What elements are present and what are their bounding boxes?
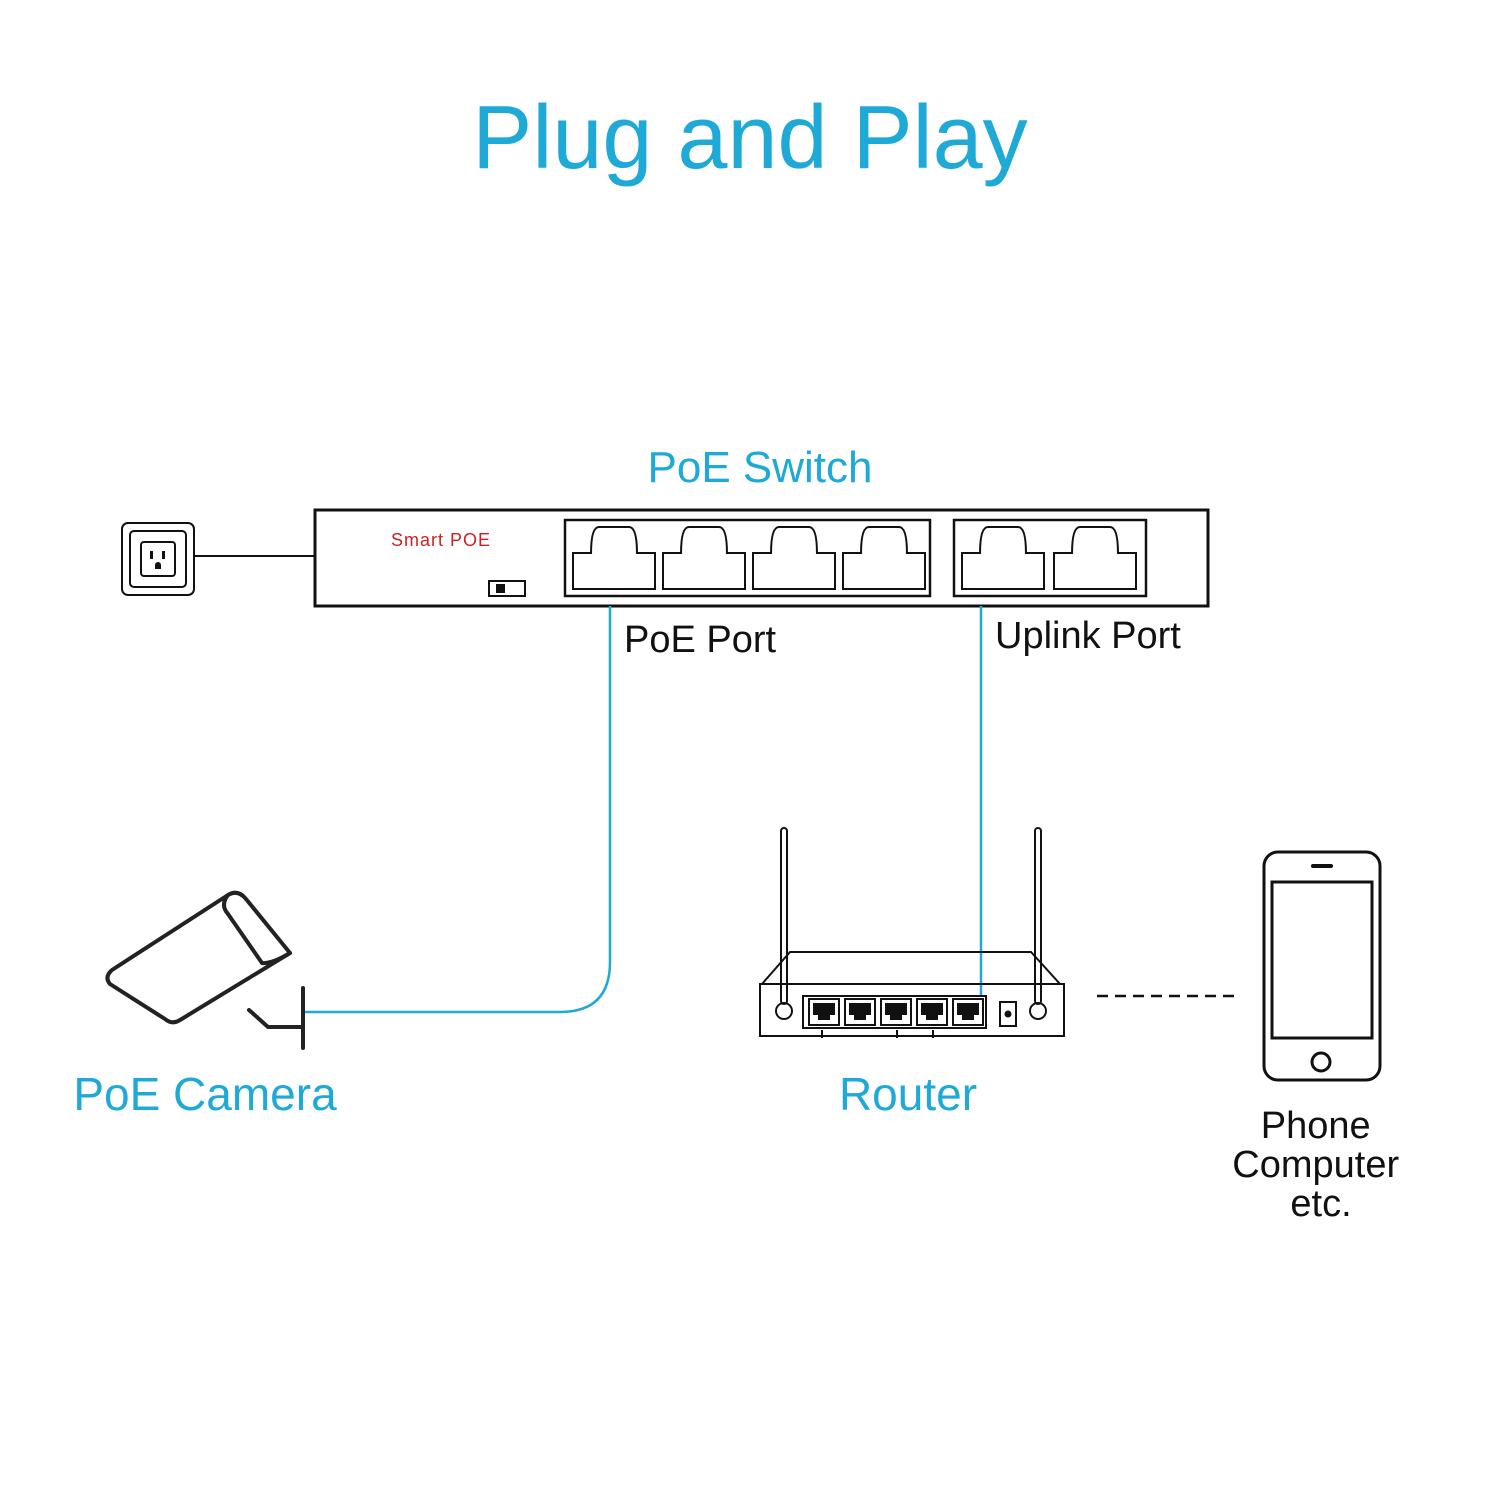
poe-port-1 [572, 526, 656, 590]
router-port-3 [880, 998, 912, 1026]
router-port-5 [952, 998, 984, 1026]
diagram-title: Plug and Play [472, 88, 1027, 188]
phone-icon [1262, 850, 1382, 1082]
poe-port-4 [842, 526, 926, 590]
camera-label: PoE Camera [73, 1068, 337, 1120]
poe-port-label: PoE Port [624, 619, 777, 661]
switch-brand-label: Smart POE [391, 530, 491, 550]
uplink-port-1 [961, 526, 1045, 590]
router-port-2 [844, 998, 876, 1026]
switch-label: PoE Switch [648, 443, 873, 492]
client-devices-label: Phone Computer etc. [1232, 1105, 1409, 1225]
camera-icon [105, 890, 305, 1050]
poe-port-group [563, 518, 932, 598]
poe-switch-icon [313, 508, 1210, 608]
router-port-1 [808, 998, 840, 1026]
poe-cable [304, 606, 612, 1014]
router-icon [759, 827, 1065, 1038]
switch-toggle-icon [488, 580, 526, 597]
uplink-port-2 [1053, 526, 1137, 590]
poe-port-3 [752, 526, 836, 590]
client-label-etc: etc. [1290, 1183, 1351, 1225]
power-outlet-icon [121, 522, 195, 596]
uplink-port-group [952, 518, 1148, 598]
router-label: Router [839, 1068, 977, 1120]
client-label-phone: Phone [1261, 1105, 1371, 1147]
poe-port-2 [662, 526, 746, 590]
router-port-4 [916, 998, 948, 1026]
uplink-port-label: Uplink Port [995, 615, 1181, 657]
client-label-computer: Computer [1232, 1144, 1399, 1186]
